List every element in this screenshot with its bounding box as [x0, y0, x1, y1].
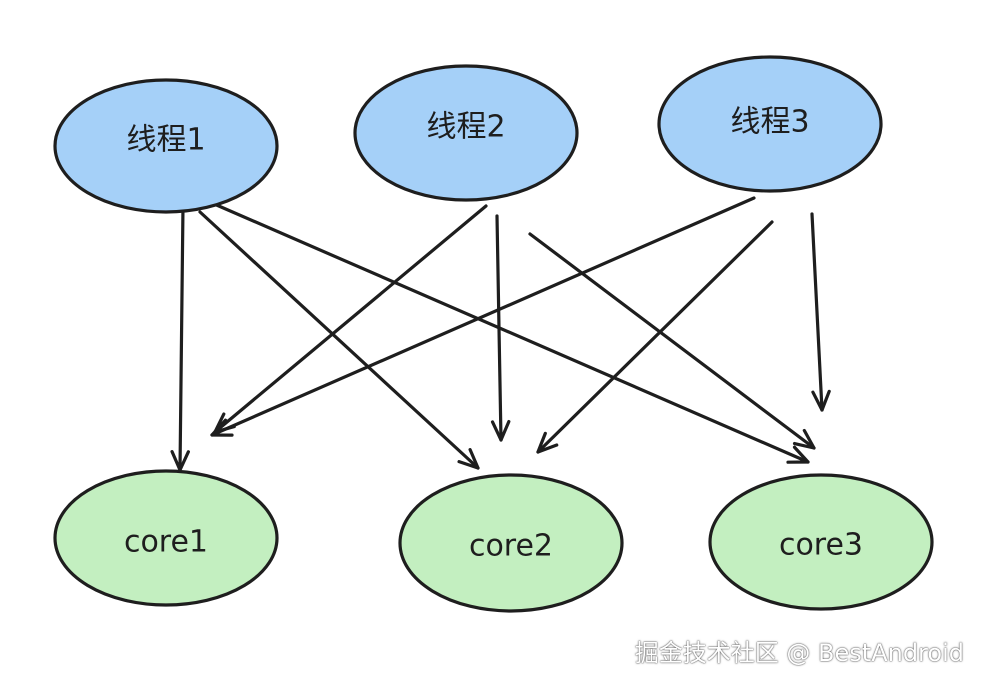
edges-layer — [170, 196, 831, 472]
nodes-layer: 线程1 线程2 线程3 core1 core2 core3 — [53, 55, 934, 613]
thread-node-3-label: 线程3 — [730, 105, 809, 140]
thread-node-3-shape — [657, 55, 883, 193]
edge-line-t2-c1 — [213, 204, 488, 434]
edge-line-t2-c3 — [528, 232, 816, 450]
arrowhead-icon — [786, 445, 810, 464]
edge-t1-c2 — [198, 210, 480, 470]
arrowhead-icon — [457, 448, 480, 470]
thread-node-2-label: 线程2 — [426, 110, 505, 145]
core-node-2: core2 — [398, 473, 624, 613]
edge-line-t1-c3 — [203, 198, 810, 464]
arrowhead-icon — [210, 418, 234, 437]
arrowhead-icon — [792, 428, 816, 450]
watermark-text: 掘金技术社区 @ BestAndroid — [634, 639, 964, 667]
edge-t3-c2 — [536, 220, 774, 454]
edge-t2-c3 — [528, 232, 816, 450]
core-node-1-shape — [53, 469, 279, 607]
arrowhead-icon — [811, 389, 831, 412]
edge-t3-c1 — [210, 196, 756, 437]
edge-t3-c3 — [810, 212, 831, 412]
edge-line-t1-c1 — [178, 204, 185, 472]
thread-node-2: 线程2 — [353, 64, 579, 202]
edge-line-t3-c1 — [210, 196, 756, 437]
thread-node-2-shape — [353, 64, 579, 202]
thread-node-1: 线程1 — [53, 78, 279, 214]
core-node-2-label: core2 — [469, 529, 553, 564]
thread-node-1-shape — [53, 78, 279, 214]
arrowhead-icon — [536, 431, 559, 454]
thread-node-1-label: 线程1 — [126, 123, 205, 158]
core-node-3-label: core3 — [779, 528, 863, 563]
edge-line-t1-c2 — [198, 210, 480, 470]
arrowhead-icon — [490, 419, 511, 442]
core-node-3: core3 — [708, 473, 934, 611]
edge-line-t3-c3 — [810, 212, 824, 412]
core-node-2-shape — [398, 473, 624, 613]
core-node-3-shape — [708, 473, 934, 611]
core-node-1-label: core1 — [124, 525, 208, 560]
thread-node-3: 线程3 — [657, 55, 883, 193]
edge-t2-c1 — [213, 204, 488, 434]
core-node-1: core1 — [53, 469, 279, 607]
edge-t2-c2 — [490, 214, 511, 442]
edge-t1-c3 — [203, 198, 810, 464]
edge-line-t3-c2 — [536, 220, 774, 454]
edge-t1-c1 — [170, 204, 190, 472]
edge-line-t2-c2 — [495, 214, 503, 442]
